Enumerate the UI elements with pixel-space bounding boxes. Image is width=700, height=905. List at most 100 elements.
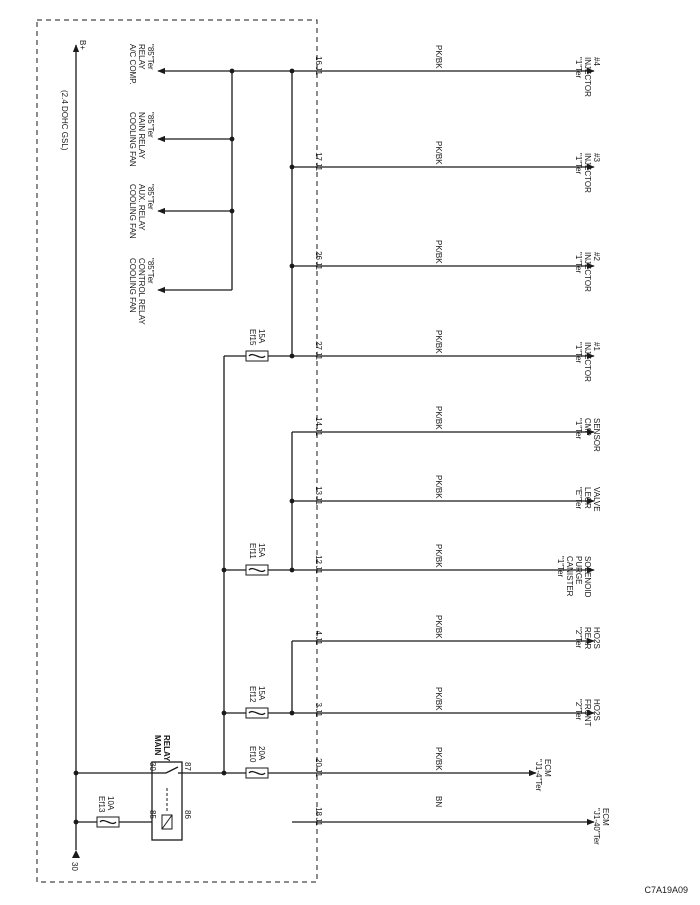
svg-text:"85"Ter: "85"Ter	[146, 184, 155, 210]
wire-color-label: PK/BK	[434, 330, 443, 354]
fuse-ef10-rating: 20A	[257, 746, 266, 761]
connector-label: J1	[314, 637, 323, 646]
fuse-ef12-name: Ef12	[248, 686, 257, 703]
connector-label: J1	[314, 566, 323, 575]
relay-pin-85: 85	[148, 810, 157, 819]
junction-dot	[73, 770, 79, 776]
destination-line: CANISTER	[565, 556, 574, 597]
wire-color-label: PK/BK	[434, 615, 443, 639]
destination-line: CMP	[583, 418, 592, 436]
destination-line: HO2S	[592, 627, 601, 649]
destination-line: "J1-40"Ter	[592, 808, 601, 845]
junction-dot	[73, 819, 79, 825]
bus-bottom-arrow	[72, 850, 80, 858]
pin-number: 20	[314, 758, 323, 767]
fuse-ef10-name: Ef10	[248, 746, 257, 763]
svg-text:COOLING FAN: COOLING FAN	[128, 258, 137, 313]
terminal-30-label: 30	[70, 862, 79, 871]
pin-number: 16	[314, 56, 323, 65]
relay-pin-86: 86	[183, 810, 192, 819]
main-relay-name-2: RELAY	[162, 735, 171, 762]
connector-label: J1	[314, 769, 323, 778]
destination-line: "1"Ter	[574, 57, 583, 79]
svg-text:AUX. RELAY: AUX. RELAY	[137, 184, 146, 231]
destination-line: "1"Ter	[574, 342, 583, 364]
fuse-ef11-rating: 15A	[257, 543, 266, 558]
fuse-ef10	[245, 767, 269, 779]
pin-number: 18	[314, 807, 323, 816]
svg-text:"85"Ter: "85"Ter	[146, 44, 155, 70]
destination-line: #3	[592, 153, 601, 162]
wire-color-label: PK/BK	[434, 475, 443, 499]
fuse-ef13-element	[99, 819, 117, 825]
destination-line: FRONT	[583, 699, 592, 727]
fuse-ef12	[245, 707, 269, 719]
fuse-ef15-name: Ef15	[248, 329, 257, 346]
connector-label: J1	[314, 497, 323, 506]
connector-label: J1	[314, 67, 323, 76]
connector-label: J1	[314, 352, 323, 361]
wire-color-label: PK/BK	[434, 406, 443, 430]
destination-line: "2"Ter	[574, 627, 583, 649]
destination-line: HO2S	[592, 699, 601, 721]
fuse-ef11	[245, 564, 269, 576]
destination-line: ECM	[601, 808, 610, 826]
destination-line: INJECTOR	[583, 153, 592, 193]
relay-pin-30: 30	[148, 762, 157, 771]
destination-line: #1	[592, 342, 601, 351]
svg-text:COOLING FAN: COOLING FAN	[128, 112, 137, 167]
destination-line: "1"Ter	[574, 153, 583, 175]
wire-color-label: BN	[434, 796, 443, 807]
module-boundary	[36, 19, 318, 883]
destination-line: #4	[592, 57, 601, 66]
b-plus-label: B+	[78, 40, 87, 50]
engine-label: (2.4 DOHC GSL)	[60, 90, 69, 151]
pin-number: 12	[314, 555, 323, 564]
destination-line: "1"Ter	[574, 418, 583, 440]
pin-number: 26	[314, 251, 323, 260]
destination-line: INJECTOR	[583, 57, 592, 97]
destination-line: REAR	[583, 627, 592, 649]
wire-color-label: PK/BK	[434, 687, 443, 711]
main-relay	[151, 761, 183, 841]
destination-line: SOLENOID	[583, 556, 592, 598]
destination-line: VALVE	[592, 487, 601, 512]
destination-line: #2	[592, 252, 601, 261]
wire-color-label: PK/BK	[434, 544, 443, 568]
fuse-ef13-name: Ef13	[97, 796, 106, 813]
pin-number: 17	[314, 152, 323, 161]
fuse-ef15-rating: 15A	[257, 329, 266, 344]
destination-line: "E"Ter	[574, 487, 583, 509]
destination-line: PURGE	[574, 556, 583, 584]
destination-line: "2"Ter	[574, 699, 583, 721]
connector-label: J1	[314, 709, 323, 718]
connector-label: J1	[314, 163, 323, 172]
svg-text:"85"Ter: "85"Ter	[146, 112, 155, 138]
relay-pin-87: 87	[183, 762, 192, 771]
connector-label: J1	[314, 428, 323, 437]
svg-text:NAIN RELAY: NAIN RELAY	[137, 112, 146, 160]
relay-label-fan-control: COOLING FAN CONTROL RELAY "85"Ter	[128, 258, 155, 325]
connector-label: J1	[314, 262, 323, 271]
destination-line: "J1-4"Ter	[534, 759, 543, 792]
fuse-ef12-rating: 15A	[257, 686, 266, 701]
relay-label-fan-aux: COOLING FAN AUX. RELAY "85"Ter	[128, 184, 155, 239]
figure-id: C7A19A09	[644, 885, 688, 895]
